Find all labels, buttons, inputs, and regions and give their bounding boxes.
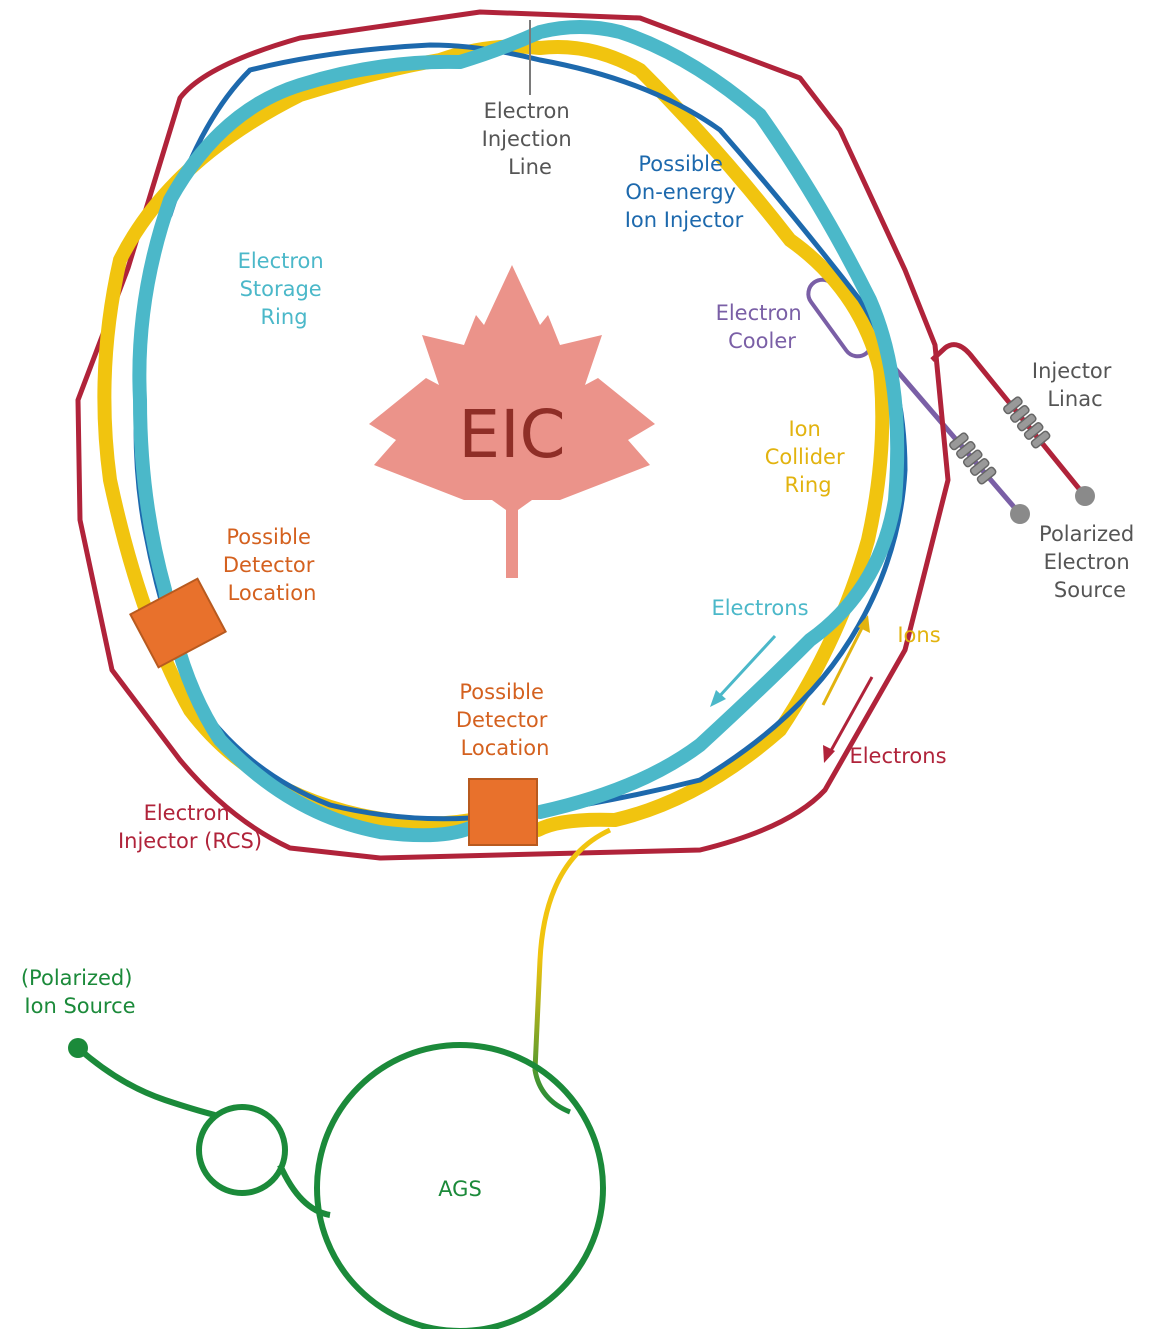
booster-ring <box>196 1104 288 1196</box>
ion-collider-ring-label: Ion Collider Ring <box>765 417 852 497</box>
ions-label: Ions <box>897 623 940 647</box>
polarized-electron-source-label: Polarized Electron Source <box>1039 522 1141 602</box>
ion-source-icon <box>68 1038 88 1058</box>
electron-cooler <box>806 277 1030 524</box>
on-energy-ion-injector-label: Possible On-energy Ion Injector <box>625 152 744 232</box>
detector-left <box>129 577 227 669</box>
polarized-ion-source-label: (Polarized) Ion Source <box>21 966 139 1018</box>
electron-storage-ring-label: Electron Storage Ring <box>238 249 331 329</box>
electrons-storage-arrow <box>710 634 777 707</box>
electron-cooler-source-icon <box>1010 504 1030 524</box>
injector-linac <box>930 342 1095 506</box>
electrons-storage-label: Electrons <box>711 596 808 620</box>
electrons-rcs-label: Electrons <box>849 744 946 768</box>
detector-location-left-label: Possible Detector Location <box>223 525 321 605</box>
electrons-rcs-arrow <box>823 676 874 763</box>
injector-linac-source-icon <box>1075 486 1095 506</box>
electron-injection-line-label: Electron Injection Line <box>482 99 579 179</box>
electron-injector-rcs-label: Electron Injector (RCS) <box>118 801 262 853</box>
injector-linac-label: Injector Linac <box>1032 359 1118 411</box>
maple-leaf-icon <box>369 265 655 578</box>
ions-arrow <box>821 615 870 706</box>
eic-logo-text: EIC <box>458 396 565 473</box>
electron-cooler-cavity-icon <box>949 432 997 485</box>
detector-bottom <box>468 778 538 846</box>
electron-injector-rcs-ring <box>75 9 951 861</box>
ion-source-line <box>76 1045 331 1218</box>
injector-linac-beamline <box>930 342 1087 498</box>
ion-transfer-line <box>532 827 612 1115</box>
maple-leaf-logo: EIC <box>369 265 655 578</box>
ags-ring <box>314 1042 606 1329</box>
detector-location-bottom-label: Possible Detector Location <box>456 680 554 760</box>
ags-complex <box>68 827 612 1329</box>
electron-cooler-label: Electron Cooler <box>716 301 809 353</box>
ags-label: AGS <box>438 1177 482 1201</box>
injector-linac-cavity-icon <box>1003 396 1051 449</box>
